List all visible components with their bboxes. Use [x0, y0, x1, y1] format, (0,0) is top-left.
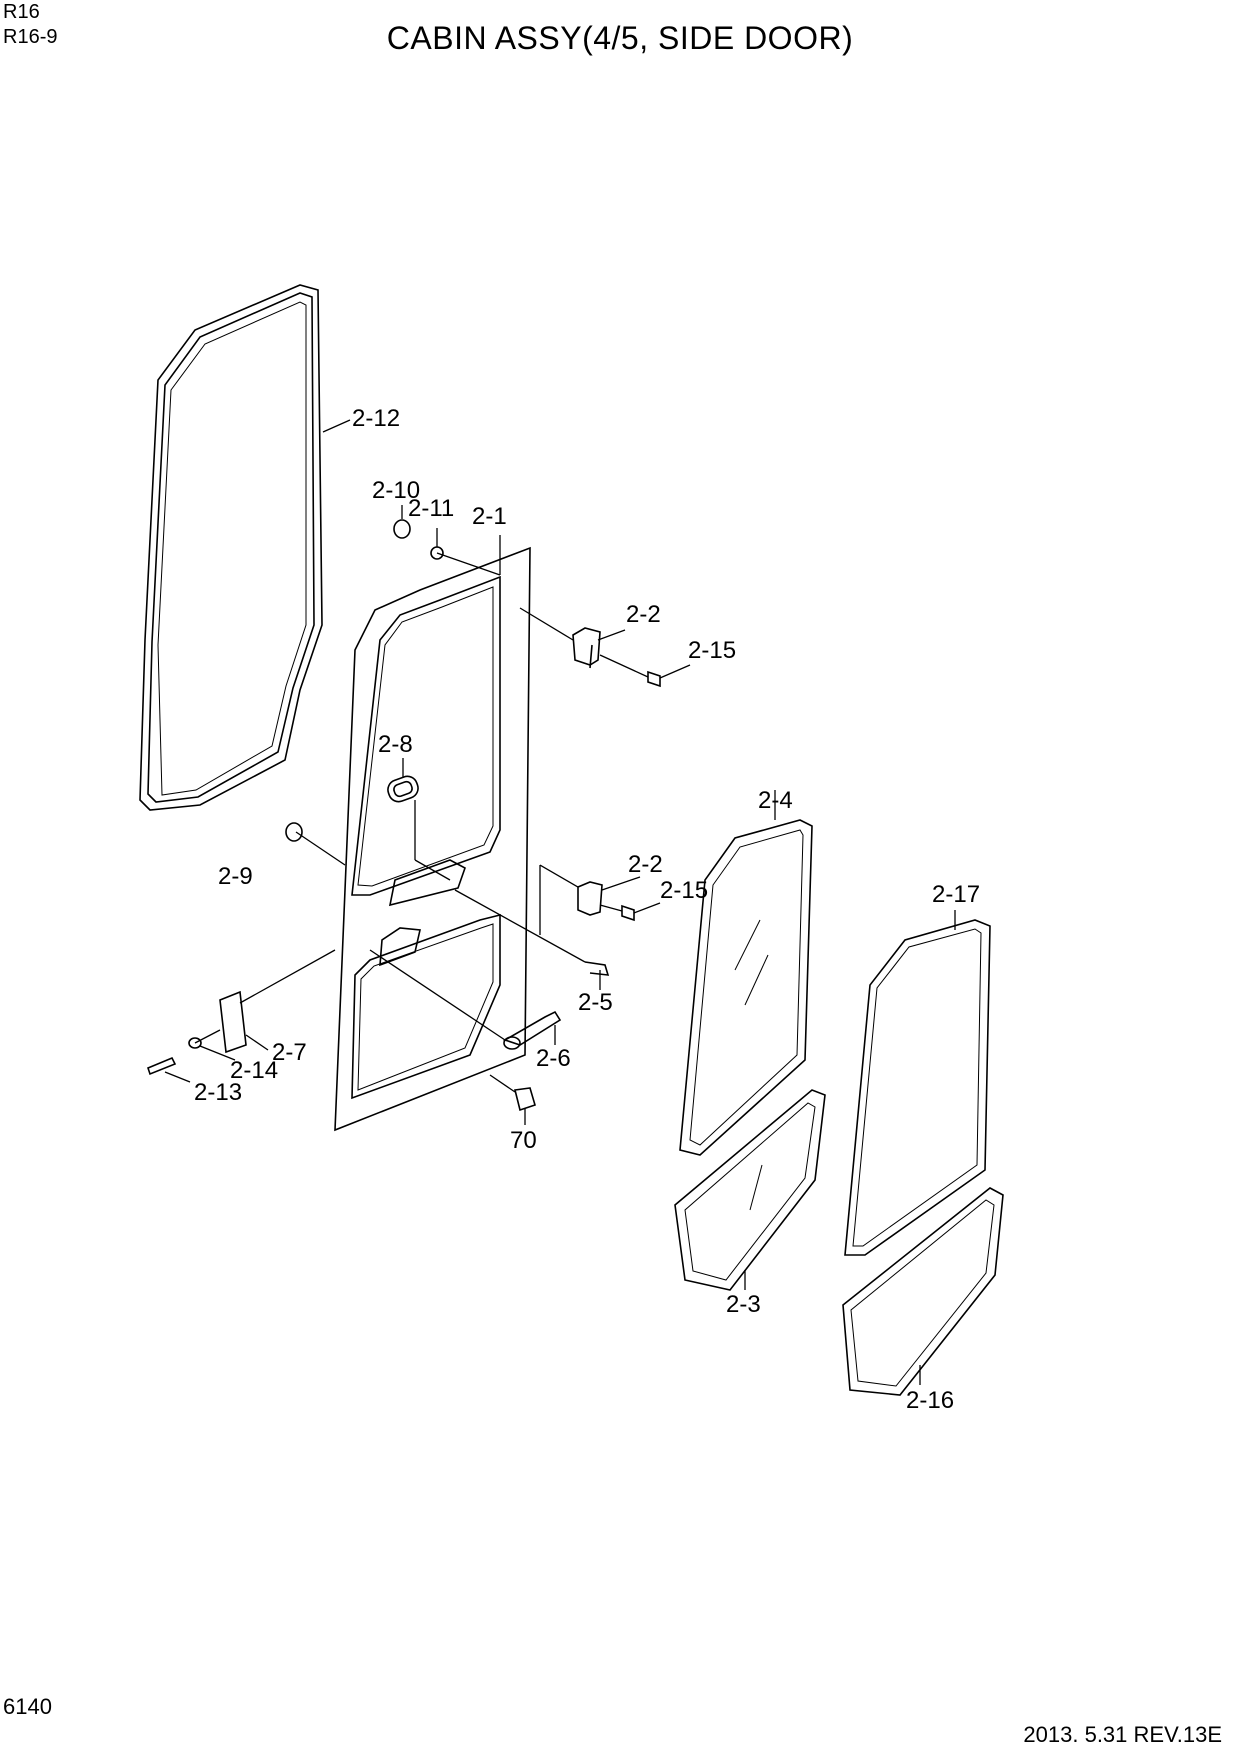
pin-part	[584, 961, 610, 976]
lock-washer-part	[188, 1037, 202, 1049]
page-number: 6140	[3, 1694, 52, 1719]
handle-part	[503, 1010, 562, 1050]
bushing-part	[285, 822, 303, 842]
label-p2-15a: 2-15	[688, 637, 736, 664]
label-p2-2a: 2-2	[626, 601, 661, 628]
door-seal-outer-part	[139, 284, 323, 811]
page-title: CABIN ASSY(4/5, SIDE DOOR)	[386, 20, 854, 56]
label-p2-10: 2-10	[372, 477, 420, 504]
striker-part	[219, 990, 247, 1054]
grommet-part	[387, 775, 419, 803]
revision-date: 2013. 5.31 REV.13E	[1023, 1722, 1222, 1747]
label-p2-9: 2-9	[218, 863, 253, 890]
label-p2-6: 2-6	[536, 1045, 571, 1072]
label-p2-17: 2-17	[932, 881, 980, 908]
bolt-lower-part	[621, 904, 635, 922]
label-p2-2b: 2-2	[628, 851, 663, 878]
label-p2-13: 2-13	[194, 1079, 242, 1106]
hinge-lower-part	[577, 881, 603, 916]
label-p70: 70	[510, 1127, 537, 1154]
nut-part	[393, 519, 411, 539]
lower-glass-seal-part	[842, 1187, 1004, 1396]
upper-glass-part	[679, 819, 813, 1156]
door-frame-part	[334, 546, 531, 1132]
label-p2-16: 2-16	[906, 1387, 954, 1414]
label-p2-5: 2-5	[578, 989, 613, 1016]
label-p2-11: 2-11	[408, 495, 454, 522]
section-code: R16-9	[3, 26, 58, 48]
lock-cylinder-part	[514, 1087, 536, 1112]
label-p2-4: 2-4	[758, 787, 793, 814]
upper-glass-seal-part	[844, 919, 991, 1256]
label-p2-3: 2-3	[726, 1291, 761, 1318]
label-p2-12: 2-12	[352, 405, 400, 432]
label-p2-8: 2-8	[378, 731, 413, 758]
label-p2-7: 2-7	[272, 1039, 307, 1066]
label-p2-14: 2-14	[230, 1057, 278, 1084]
lower-glass-part	[674, 1089, 826, 1291]
label-p2-15b: 2-15	[660, 877, 708, 904]
model-code: R16	[3, 1, 40, 23]
hinge-upper-part	[572, 627, 601, 669]
bolt-upper-part	[647, 670, 661, 688]
screw-part	[147, 1056, 177, 1076]
label-p2-1: 2-1	[472, 503, 507, 530]
callout-labels: 2-12 2-10 2-11 2-1 2-2 2-15 2-8 2-4 2-9 …	[194, 405, 980, 1414]
leader-lines	[164, 419, 956, 1385]
